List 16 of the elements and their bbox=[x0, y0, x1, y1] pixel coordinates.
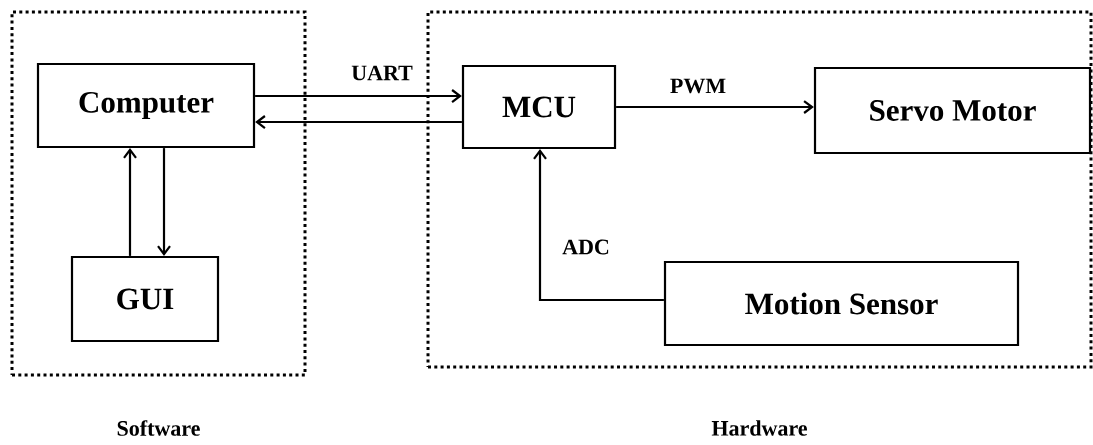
group-heading: Hardware bbox=[711, 420, 807, 436]
block-box: Servo Motor bbox=[813, 66, 1092, 155]
arrow bbox=[157, 148, 171, 256]
group-heading: Software bbox=[117, 420, 200, 436]
edge-label: ADC bbox=[561, 238, 611, 256]
block-box: Computer bbox=[36, 62, 256, 149]
edge-label: PWM bbox=[668, 77, 728, 95]
block-box: GUI bbox=[70, 255, 220, 343]
block-box: Motion Sensor bbox=[663, 260, 1020, 347]
block-box: MCU bbox=[461, 64, 617, 150]
arrow bbox=[616, 100, 814, 114]
arrow bbox=[123, 148, 137, 256]
arrow bbox=[255, 115, 462, 129]
arrow bbox=[533, 149, 664, 302]
edge-label: UART bbox=[350, 64, 414, 82]
arrow bbox=[255, 89, 462, 103]
